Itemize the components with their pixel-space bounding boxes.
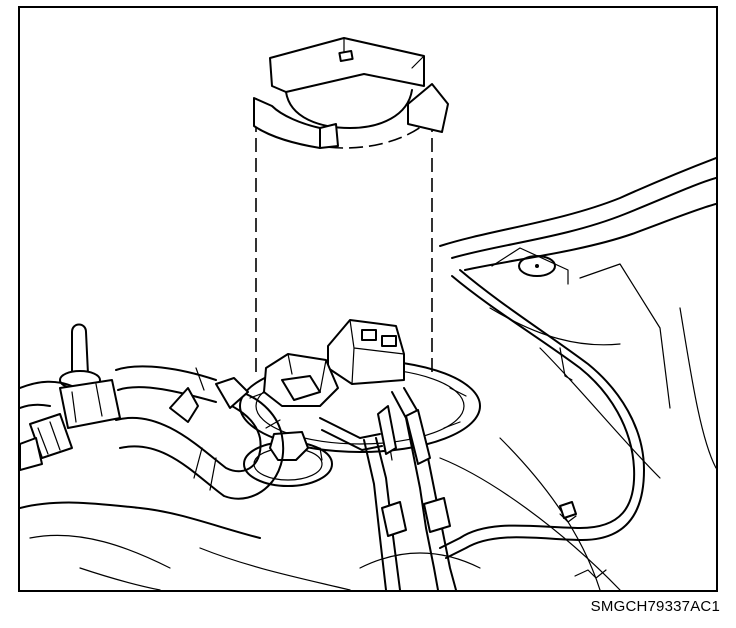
lock-ring-removal-tool (253, 37, 449, 149)
fuel-lines-right (319, 387, 457, 590)
illustration-frame (18, 6, 718, 592)
lock-nut (243, 431, 333, 487)
fuel-hose-left (115, 377, 285, 500)
fuel-line-fittings-left (20, 323, 121, 471)
fuel-sender-module (263, 319, 405, 407)
vapor-hose (115, 365, 217, 423)
filler-port (518, 255, 577, 523)
tank-top-line (439, 269, 645, 559)
fuel-tank-illustration (20, 37, 716, 590)
figure-caption: SMGCH79337AC1 (590, 598, 720, 615)
